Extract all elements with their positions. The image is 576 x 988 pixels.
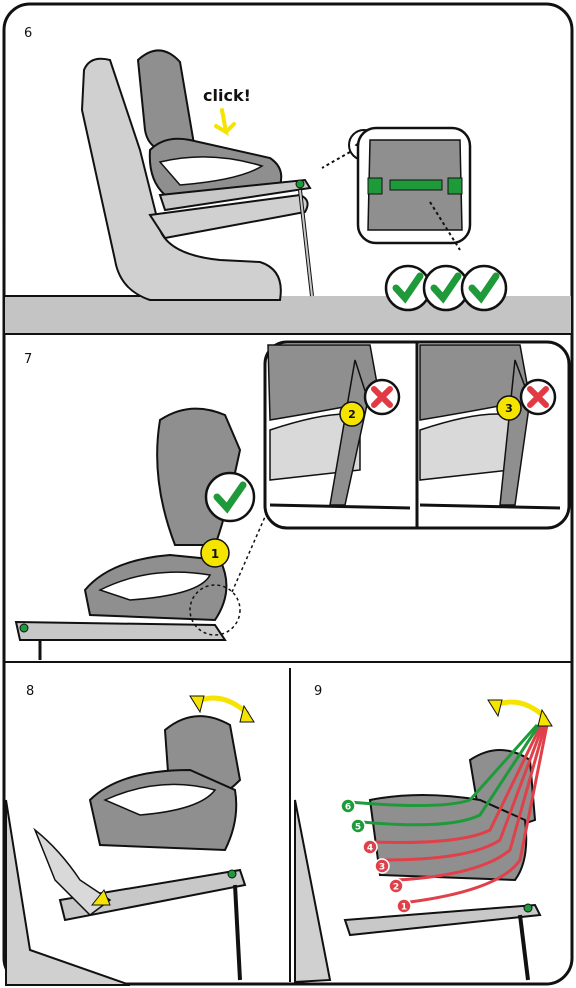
check-badge-icon — [206, 473, 254, 521]
recline-marker-3-label: 3 — [505, 402, 513, 415]
isofix-base — [16, 622, 225, 640]
step-number-6: 6 — [24, 26, 32, 41]
svg-text:1: 1 — [401, 903, 407, 913]
step-number-9: 9 — [314, 684, 322, 699]
svg-text:2: 2 — [393, 883, 399, 893]
svg-text:6: 6 — [345, 803, 351, 813]
step-number-7: 7 — [24, 352, 32, 367]
recline-marker-2-label: 2 — [348, 408, 356, 421]
svg-text:3: 3 — [379, 863, 385, 873]
click-label: click! — [203, 86, 251, 105]
svg-text:4: 4 — [367, 844, 373, 854]
check-badge-group — [386, 266, 506, 310]
step-number-8: 8 — [26, 684, 34, 699]
svg-text:5: 5 — [355, 823, 361, 833]
recline-marker-1-label: 1 — [211, 547, 219, 561]
